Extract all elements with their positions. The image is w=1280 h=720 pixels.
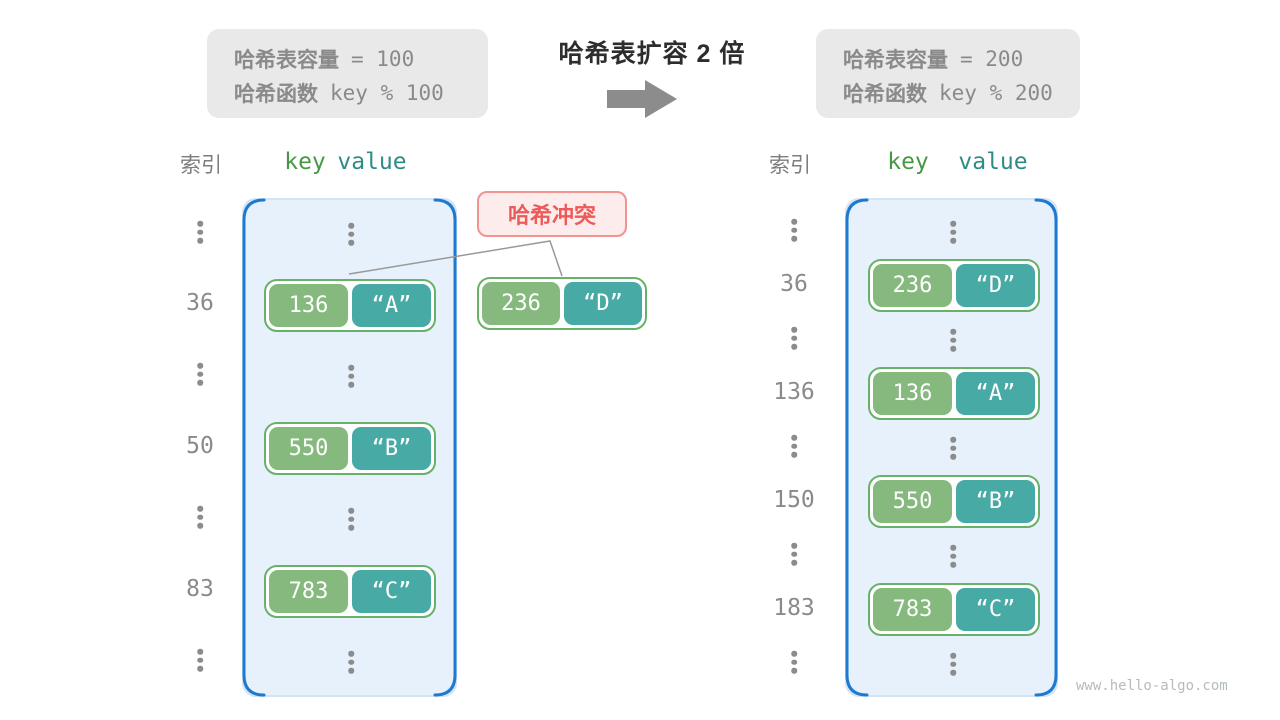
ellipsis-dots [791,218,797,242]
ellipsis-dots [197,648,203,672]
right-header-key: key [887,149,929,175]
ellipsis-dots [348,222,354,246]
value-cell: “D” [564,282,642,325]
colliding-entry-236-D: 236 “D” [477,277,647,330]
capacity-line: 哈希表容量 = 200 [843,42,1080,76]
right-arrow-icon [607,80,677,118]
right-index-136: 136 [773,379,815,405]
ellipsis-dots [791,542,797,566]
ellipsis-dots [950,436,956,460]
ellipsis-dots [197,220,203,244]
key-cell: 783 [873,588,952,631]
capacity-value: = 100 [351,47,415,71]
ellipsis-dots [950,544,956,568]
value-cell: “C” [956,588,1035,631]
right-index-36: 36 [780,271,808,297]
value-cell: “D” [956,264,1035,307]
ellipsis-dots [950,652,956,676]
left-index-83: 83 [186,576,214,602]
capacity-label: 哈希表容量 [843,49,948,72]
key-cell: 550 [873,480,952,523]
ellipsis-dots [197,505,203,529]
info-box-capacity-100: 哈希表容量 = 100 哈希函数 key % 100 [207,29,488,118]
value-cell: “B” [956,480,1035,523]
hash-function-label: 哈希函数 [843,83,927,106]
bucket-entry-136-A: 136 “A” [264,279,436,332]
bucket-entry-236-D: 236 “D” [868,259,1040,312]
hash-function-value: key % 100 [330,81,444,105]
capacity-line: 哈希表容量 = 100 [234,42,488,76]
site-watermark: www.hello-algo.com [1076,678,1228,694]
ellipsis-dots [197,362,203,386]
left-header-key: key [284,149,326,175]
value-cell: “B” [352,427,431,470]
right-hash-table: 236 “D” 136 “A” 550 “B” 783 “C” [845,198,1058,697]
key-cell: 136 [873,372,952,415]
ellipsis-dots [950,328,956,352]
left-header-value: value [337,149,407,175]
hash-function-label: 哈希函数 [234,83,318,106]
ellipsis-dots [950,220,956,244]
hash-function-line: 哈希函数 key % 100 [234,76,488,110]
hash-function-value: key % 200 [939,81,1053,105]
hash-collision-badge: 哈希冲突 [477,191,627,237]
ellipsis-dots [791,326,797,350]
capacity-label: 哈希表容量 [234,49,339,72]
ellipsis-dots [791,434,797,458]
value-cell: “A” [956,372,1035,415]
left-index-36: 36 [186,290,214,316]
key-cell: 136 [269,284,348,327]
right-header-index: 索引 [769,154,811,177]
bucket-entry-783-C: 783 “C” [264,565,436,618]
left-hash-table: 136 “A” 550 “B” 783 “C” [242,198,457,697]
ellipsis-dots [348,650,354,674]
ellipsis-dots [348,507,354,531]
capacity-value: = 200 [960,47,1024,71]
key-cell: 236 [873,264,952,307]
bucket-entry-136-A: 136 “A” [868,367,1040,420]
bucket-entry-550-B: 550 “B” [264,422,436,475]
key-cell: 550 [269,427,348,470]
bucket-entry-783-C: 783 “C” [868,583,1040,636]
ellipsis-dots [348,364,354,388]
right-index-183: 183 [773,595,815,621]
value-cell: “C” [352,570,431,613]
expansion-title: 哈希表扩容 2 倍 [558,40,746,68]
bucket-entry-550-B: 550 “B” [868,475,1040,528]
left-index-50: 50 [186,433,214,459]
value-cell: “A” [352,284,431,327]
left-header-index: 索引 [180,154,222,177]
key-cell: 236 [482,282,560,325]
right-index-150: 150 [773,487,815,513]
key-cell: 783 [269,570,348,613]
ellipsis-dots [791,650,797,674]
right-header-value: value [958,149,1028,175]
info-box-capacity-200: 哈希表容量 = 200 哈希函数 key % 200 [816,29,1080,118]
hash-function-line: 哈希函数 key % 200 [843,76,1080,110]
